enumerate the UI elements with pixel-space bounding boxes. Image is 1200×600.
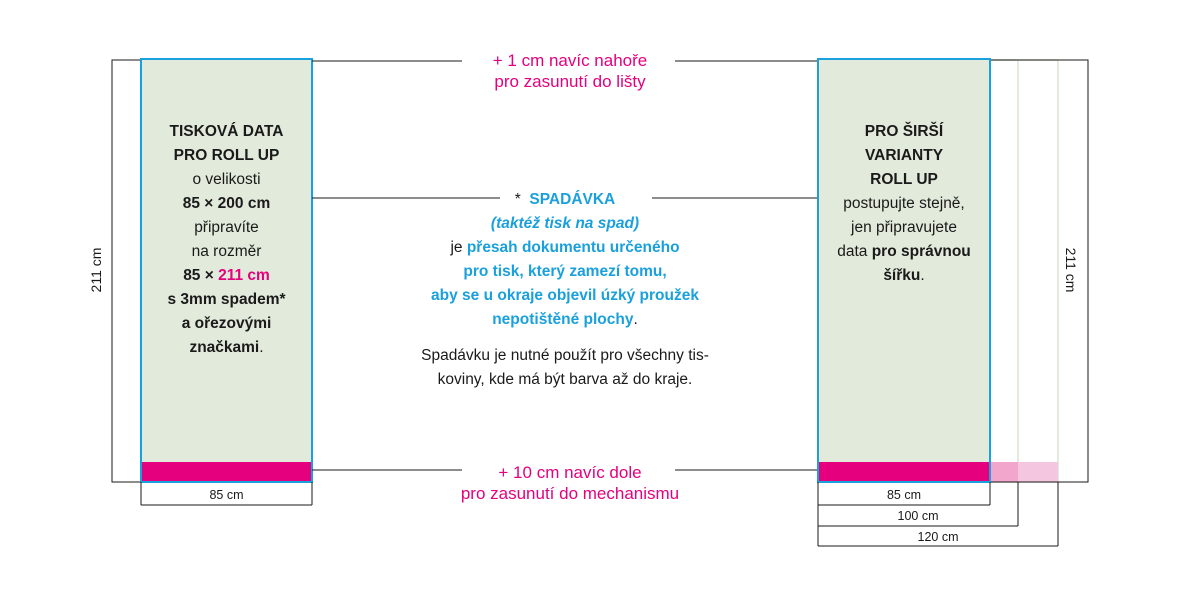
right-line-6a: data: [837, 243, 872, 260]
left-line-4: 85 × 200 cm: [182, 195, 271, 212]
height-label-left: 211 cm: [88, 247, 104, 293]
left-line-10: značkami.: [141, 336, 312, 360]
left-line-10a: značkami: [189, 339, 260, 356]
left-line-9: a ořezovými: [181, 315, 272, 332]
right-panel-text: PRO ŠIRŠÍ VARIANTY ROLL UP postupujte st…: [818, 120, 990, 288]
width-label-left: 85 cm: [209, 488, 244, 502]
right-line-7a: šířku: [883, 267, 921, 284]
right-line-4: postupujte stejně,: [843, 195, 965, 212]
right-line-6b: pro správnou: [871, 243, 971, 260]
right-line-5: jen připravujete: [851, 219, 957, 236]
top-note-line2: pro zasunutí do lišty: [494, 72, 646, 91]
center-p1: je přesah dokumentu určeného: [375, 236, 755, 260]
right-line-1: PRO ŠIRŠÍ: [864, 123, 944, 140]
left-bottom-extra-strip: [141, 462, 312, 482]
right-line-6: data pro správnou: [818, 240, 990, 264]
center-p1b: přesah dokumentu určeného: [466, 239, 680, 256]
left-panel-border: [140, 58, 313, 483]
width-label-100: 100 cm: [897, 509, 939, 523]
variant-120-strip: [1018, 462, 1058, 482]
center-subtitle: (taktéž tisk na spad): [490, 215, 640, 232]
left-rollup-panel: [141, 59, 312, 482]
left-panel-text: TISKOVÁ DATA PRO ROLL UP o velikosti 85 …: [141, 120, 312, 360]
width-label-85: 85 cm: [886, 488, 922, 502]
top-note-line1: + 1 cm navíc nahoře: [492, 51, 648, 70]
height-label-right: 211 cm: [1063, 247, 1079, 293]
right-line-7: šířku.: [818, 264, 990, 288]
left-line-5: připravíte: [194, 219, 259, 236]
left-height-bracket: [111, 59, 140, 483]
bottom-note: + 10 cm navíc dole pro zasunutí do mecha…: [400, 462, 740, 504]
bottom-note-line1: + 10 cm navíc dole: [498, 463, 642, 482]
center-p4a: nepotištěné plochy: [492, 311, 634, 328]
left-line-8: s 3mm spadem*: [167, 291, 286, 308]
right-bottom-extra-strip: [818, 462, 990, 482]
left-line-6: na rozměr: [191, 243, 262, 260]
center-p4b: .: [633, 311, 638, 328]
right-line-7b: .: [920, 267, 925, 284]
left-line-7: 85 × 211 cm: [141, 264, 312, 288]
right-height-bracket: [990, 59, 1089, 483]
center-star: *: [514, 191, 521, 208]
left-line-7b: 211 cm: [218, 267, 270, 284]
center-p3: aby se u okraje objevil úzký proužek: [431, 287, 699, 304]
center-title: SPADÁVKA: [529, 191, 616, 208]
center-spacer: [375, 332, 755, 344]
left-line-1: TISKOVÁ DATA: [169, 123, 284, 140]
center-explanation: * SPADÁVKA (taktéž tisk na spad) je přes…: [375, 188, 755, 392]
variant-100-strip: [990, 462, 1018, 482]
center-p1a: je: [450, 239, 467, 256]
left-line-3: o velikosti: [192, 171, 261, 188]
center-p2: pro tisk, který zamezí tomu,: [463, 263, 667, 280]
top-note: + 1 cm navíc nahoře pro zasunutí do lišt…: [440, 50, 700, 92]
right-line-2: VARIANTY: [864, 147, 944, 164]
bottom-note-line2: pro zasunutí do mechanismu: [460, 484, 680, 503]
center-p5: Spadávku je nutné použít pro všechny tis…: [421, 347, 709, 364]
right-panel-border: [817, 58, 991, 483]
left-line-7a: 85 ×: [183, 267, 219, 284]
left-line-2: PRO ROLL UP: [173, 147, 280, 164]
center-p4: nepotištěné plochy.: [375, 308, 755, 332]
center-p6: koviny, kde má být barva až do kraje.: [437, 371, 693, 388]
right-line-3: ROLL UP: [870, 171, 938, 188]
width-label-120: 120 cm: [917, 530, 959, 544]
center-title-row: * SPADÁVKA: [375, 188, 755, 212]
left-line-10b: .: [259, 339, 264, 356]
right-rollup-panel: [818, 59, 990, 482]
